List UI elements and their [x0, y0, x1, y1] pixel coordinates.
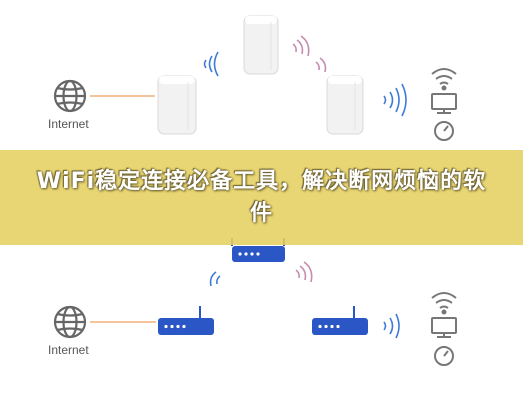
signal-waves-bottom-blue: [383, 313, 400, 339]
signal-waves-mid: [295, 261, 313, 283]
title-banner: WiFi稳定连接必备工具，解决断网烦恼的软件: [0, 150, 523, 245]
signal-waves-pink-2: [315, 57, 327, 73]
mesh-node-right: [326, 75, 364, 135]
mesh-node-left: [157, 75, 197, 135]
router-right: [312, 306, 368, 335]
gauge-icon: [434, 121, 454, 141]
banner-title: WiFi稳定连接必备工具，解决断网烦恼的软件: [36, 168, 487, 226]
globe-icon-bottom: [53, 305, 87, 339]
signal-waves-pink: [292, 35, 310, 57]
internet-label-top: Internet: [48, 117, 89, 131]
wifi-icon: [431, 68, 457, 91]
signal-waves-blue-right: [383, 83, 407, 117]
gauge-icon-bottom: [434, 346, 454, 366]
router-left: [158, 306, 214, 335]
signal-waves-mid-blue: [209, 271, 221, 287]
wifi-icon-bottom: [431, 292, 457, 315]
monitor-icon-bottom: [431, 317, 457, 338]
mesh-node-top: [243, 15, 279, 75]
signal-waves-blue: [203, 51, 219, 77]
internet-label-bottom: Internet: [48, 343, 89, 357]
globe-icon: [53, 79, 87, 113]
monitor-icon: [431, 93, 457, 114]
